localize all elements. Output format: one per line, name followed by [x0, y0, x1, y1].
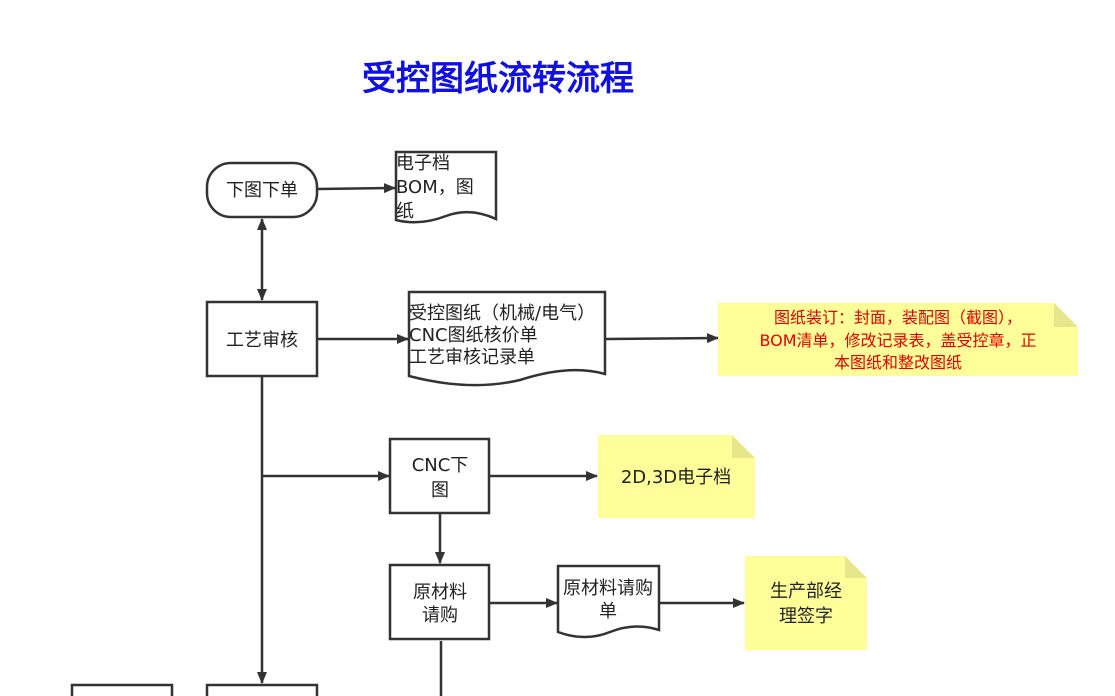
doc-shoukong-tuzhi-line-1: 受控图纸（机械/电气） [409, 303, 595, 324]
doc-qinggou-dan-line-2: 单 [599, 601, 617, 622]
node-cnc-xiatu[interactable]: CNC下 图 [388, 437, 491, 515]
node-cnc-xiatu-line-2: 图 [431, 480, 449, 501]
note-tuzhi-zhuangding[interactable]: 图纸装订：封面，装配图（截图）， BOM清单，修改记录表，盖受控章，正 本图纸和… [718, 303, 1078, 376]
note-jingli-qianzi-line-1: 生产部经 [770, 581, 842, 602]
node-partial-left[interactable] [70, 683, 174, 696]
edge-tuzhi-to-zhuangding [605, 333, 719, 344]
doc-shoukong-tuzhi[interactable]: 受控图纸（机械/电气） CNC图纸核价单 工艺审核记录单 [407, 290, 607, 387]
note-2d3d-label: 2D,3D电子档 [621, 467, 731, 488]
doc-qinggou-dan-line-1: 原材料请购 [563, 578, 653, 599]
node-xiatu-xiadan[interactable]: 下图下单 [205, 161, 319, 219]
doc-dianzidang[interactable]: 电子档 BOM，图 纸 [394, 150, 498, 224]
note-jingli-qianzi-line-2: 理签字 [779, 606, 833, 627]
node-qinggou-line-2: 请购 [422, 605, 458, 626]
node-cnc-xiatu-line-1: CNC下 [412, 455, 469, 476]
note-tuzhi-zhuangding-line-3: 本图纸和整改图纸 [834, 353, 962, 372]
note-tuzhi-zhuangding-line-2: BOM清单，修改记录表，盖受控章，正 [759, 331, 1036, 350]
node-xiatu-xiadan-label: 下图下单 [226, 180, 298, 201]
node-gongyi-shenhe-label: 工艺审核 [226, 330, 298, 351]
diagram-title: 受控图纸流转流程 [362, 59, 634, 99]
doc-shoukong-tuzhi-line-3: 工艺审核记录单 [409, 347, 535, 368]
note-jingli-qianzi[interactable]: 生产部经 理签字 [745, 556, 867, 650]
node-yuancailiao-qinggou[interactable]: 原材料 请购 [388, 563, 491, 641]
node-partial-center[interactable] [205, 683, 319, 696]
doc-shoukong-tuzhi-line-2: CNC图纸核价单 [409, 325, 538, 346]
doc-dianzidang-line-1: 电子档 [396, 153, 450, 174]
note-tuzhi-zhuangding-line-1: 图纸装订：封面，装配图（截图）， [774, 308, 1022, 327]
node-qinggou-line-1: 原材料 [413, 582, 467, 603]
note-2d3d-dianzidang[interactable]: 2D,3D电子档 [598, 435, 755, 518]
doc-dianzidang-line-2: BOM，图 [396, 177, 474, 198]
doc-dianzidang-line-3: 纸 [396, 201, 414, 222]
node-gongyi-shenhe[interactable]: 工艺审核 [205, 300, 319, 378]
doc-qinggou-dan[interactable]: 原材料请购 单 [556, 564, 661, 639]
edge-xiadan-to-dianzidang [317, 183, 396, 194]
